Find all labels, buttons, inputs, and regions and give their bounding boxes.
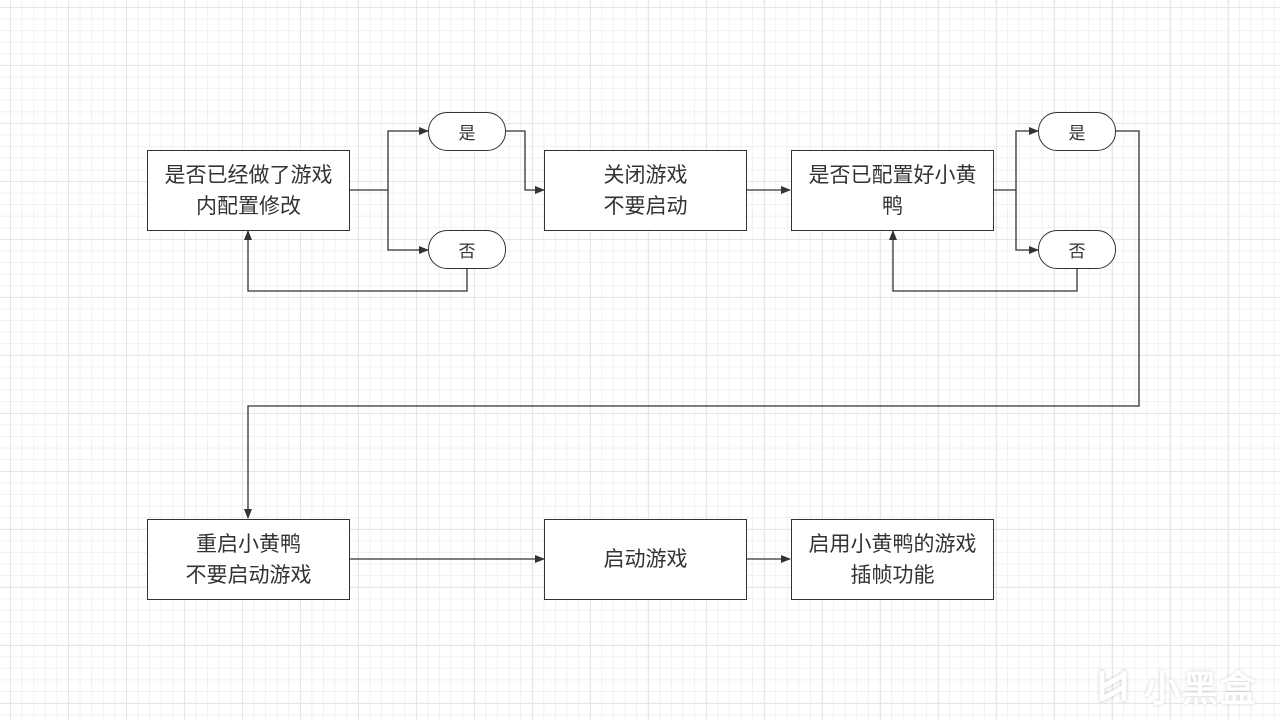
node-enable-frame-gen[interactable]: 启用小黄鸭的游戏插帧功能 [791,519,994,600]
edge-q1-to-no [387,190,429,254]
node-restart-lsfg[interactable]: 重启小黄鸭 不要启动游戏 [147,519,350,600]
node-label: 否 [1068,242,1086,262]
node-label: 关闭游戏 不要启动 [603,162,688,218]
heybox-logo-icon [1099,671,1127,702]
node-label: 是 [458,124,476,144]
node-label: 是否已配置好小黄鸭 [808,162,977,218]
edge-q2-to-yes [993,127,1039,191]
node-lsfg-check[interactable]: 是否已配置好小黄鸭 [791,150,994,231]
node-no-1[interactable]: 否 [428,230,506,269]
watermark-text: 小黑盒 [1144,669,1259,710]
node-config-check[interactable]: 是否已经做了游戏内配置修改 [147,150,350,231]
edge-yes-to-close-game [506,130,545,194]
edge-q1-to-yes [349,127,429,191]
node-label: 重启小黄鸭 不要启动游戏 [185,531,312,587]
node-yes-2[interactable]: 是 [1038,112,1116,151]
node-start-game[interactable]: 启动游戏 [544,519,747,600]
node-label: 是否已经做了游戏内配置修改 [164,162,333,218]
edge-yes-to-restart [244,130,1140,519]
node-label: 是 [1068,124,1086,144]
node-yes-1[interactable]: 是 [428,112,506,151]
node-label: 启用小黄鸭的游戏插帧功能 [808,531,977,587]
node-label: 否 [458,242,476,262]
node-no-2[interactable]: 否 [1038,230,1116,269]
edge-q2-to-no [1015,190,1039,254]
watermark: 小黑盒 [1094,660,1258,712]
edge-no-back-to-q2 [889,230,1078,292]
node-label: 启动游戏 [603,547,688,571]
edge-no-back-to-q1 [244,230,468,292]
node-close-game[interactable]: 关闭游戏 不要启动 [544,150,747,231]
